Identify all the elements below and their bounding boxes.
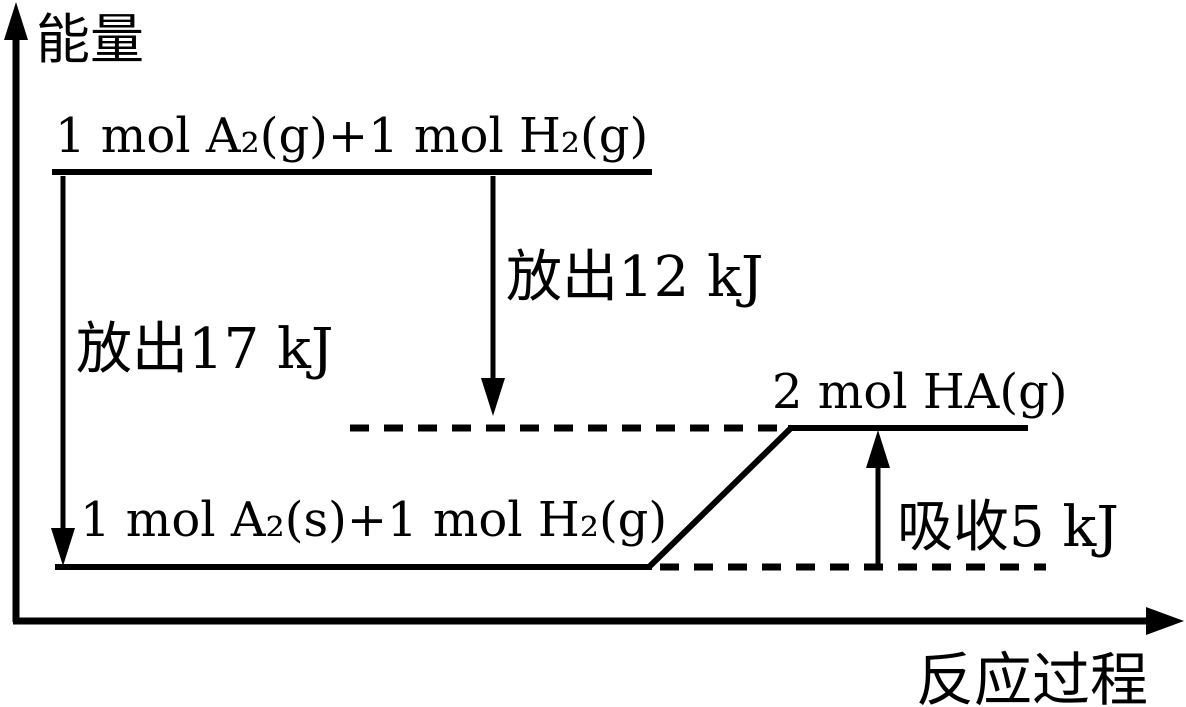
x-axis-arrowhead-icon (1146, 607, 1184, 635)
release-12-arrowhead-icon (481, 378, 505, 416)
x-axis-label: 反应过程 (916, 646, 1148, 707)
y-axis-label: 能量 (36, 8, 144, 71)
absorb-5-arrowhead-icon (866, 430, 890, 468)
release-12-label: 放出12 kJ (506, 245, 763, 310)
absorb-5-label: 吸收5 kJ (897, 495, 1119, 560)
y-axis-arrowhead-icon (4, 2, 28, 40)
release-17-label: 放出17 kJ (76, 317, 333, 382)
level-label-product: 2 mol HA(g) (772, 364, 1068, 420)
level-label-reactants-solid: 1 mol A₂(s)+1 mol H₂(g) (80, 492, 667, 548)
level-label-reactants-gas: 1 mol A₂(g)+1 mol H₂(g) (55, 108, 648, 164)
diagonal-connector-line (647, 426, 793, 569)
release-17-arrowhead-icon (51, 528, 75, 566)
